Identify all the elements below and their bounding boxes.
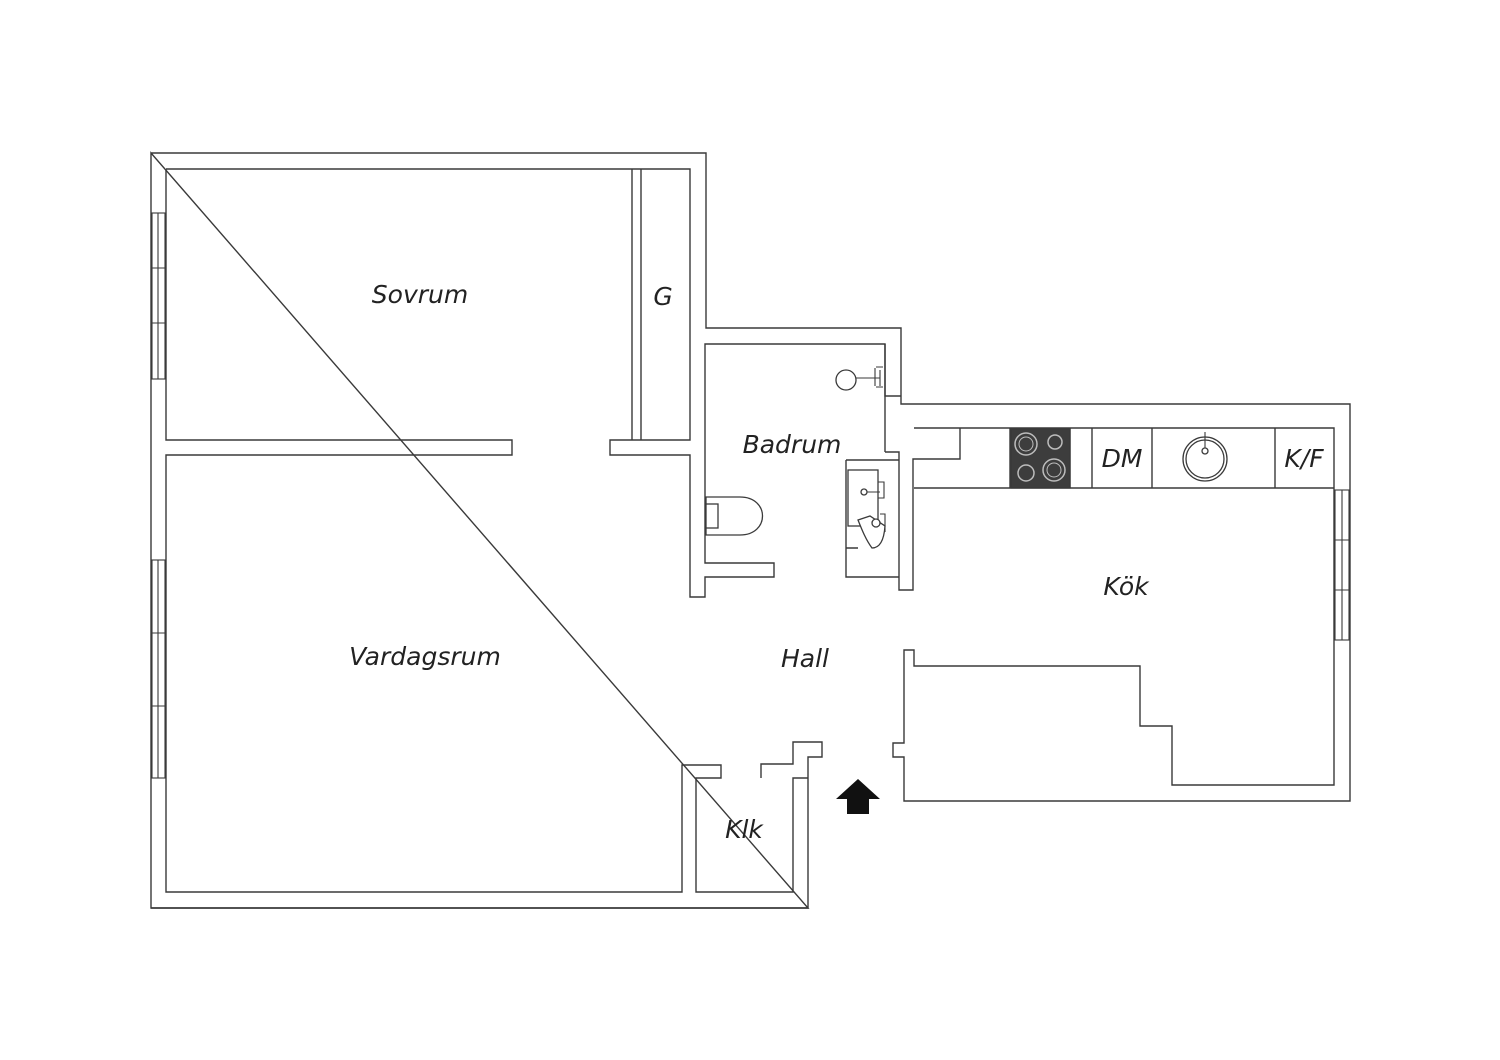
room-label-badrum: Badrum [743,430,842,459]
shower-icon [835,366,883,391]
room-label-klk: Klk [725,815,764,844]
room-label-vardagsrum: Vardagsrum [349,642,501,671]
room-label-g: G [653,282,672,311]
room-label-sovrum: Sovrum [372,280,468,309]
window-icon [1334,489,1350,641]
outer-walls [150,151,1351,909]
unit-label-kf: K/F [1284,444,1324,473]
stove-icon [1010,428,1071,489]
washing-fixture-icon [857,513,886,549]
sink-icon [1182,432,1228,482]
window-icon [151,212,166,380]
window-icon [151,559,166,779]
unit-label-dm: DM [1102,444,1143,473]
room-label-hall: Hall [781,644,829,673]
entrance-arrow-icon [836,779,880,814]
washbasin-icon [847,469,885,527]
room-label-kok: Kök [1103,572,1150,601]
toilet-icon [705,496,764,536]
